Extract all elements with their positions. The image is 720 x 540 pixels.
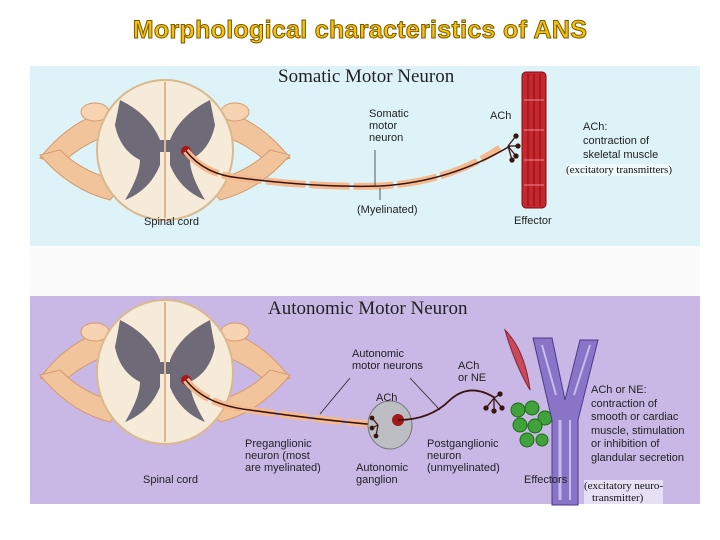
- page-title: Morphological characteristics of ANS: [132, 16, 588, 45]
- smooth-muscle-icon: [503, 328, 531, 391]
- somatic-effect-label: ACh: contraction of skeletal muscle: [583, 120, 658, 162]
- somatic-effect-line2: contraction of: [583, 135, 650, 147]
- somatic-effect-line3: skeletal muscle: [583, 149, 659, 161]
- preganglionic-line2: neuron (most: [245, 450, 310, 462]
- skeletal-muscle-icon: [521, 71, 547, 209]
- somatic-effect-line1: ACh:: [583, 121, 608, 133]
- autonomic-effect-line2: contraction of: [591, 397, 658, 410]
- autonomic-effect-line6: glandular secretion: [591, 451, 684, 464]
- preganglionic-line1: Preganglionic: [245, 438, 312, 450]
- autonomic-ganglion-icon: [367, 400, 413, 450]
- autonomic-effect-line1: ACh or NE:: [591, 384, 647, 396]
- gland-cells-icon: [510, 400, 553, 448]
- autonomic-heading: Autonomic Motor Neuron: [268, 298, 468, 319]
- postganglionic-line1: Postganglionic: [427, 438, 499, 450]
- panel-gap: [30, 246, 700, 296]
- blood-vessel-icon: [532, 337, 599, 506]
- autonomic-effect-line3: smooth or cardiac: [591, 411, 679, 423]
- somatic-neuron-label-line3: neuron: [369, 132, 404, 144]
- postganglionic-label: Postganglionic neuron (unmyelinated): [427, 438, 500, 474]
- somatic-ach-label: ACh: [490, 110, 512, 122]
- somatic-neuron-label-line1: Somatic: [369, 108, 409, 120]
- somatic-excitatory-label: (excitatory transmitters): [566, 164, 672, 176]
- postganglionic-axon: [397, 389, 496, 421]
- ach-or-ne-line1: ACh: [458, 360, 480, 372]
- effectors-label: Effectors: [524, 474, 568, 486]
- ach-or-ne-label: ACh or NE: [458, 360, 486, 384]
- postganglionic-line3: (unmyelinated): [427, 462, 500, 474]
- autonomic-effect-label: ACh or NE: contraction of smooth or card…: [591, 384, 685, 465]
- ganglion-ach-label: ACh: [376, 392, 398, 404]
- autonomic-terminal-icon: [483, 391, 505, 414]
- somatic-neuron-label-line2: motor: [369, 120, 398, 132]
- somatic-neuron-label: Somatic motor neuron: [369, 108, 409, 144]
- myelinated-label: (Myelinated): [357, 204, 418, 216]
- autonomic-excitatory-line2: transmitter): [592, 492, 644, 504]
- somatic-spinal-cord: [39, 79, 291, 221]
- somatic-heading: Somatic Motor Neuron: [278, 66, 455, 87]
- autonomic-excitatory-label: (excitatory neuro- transmitter): [584, 480, 664, 504]
- autonomic-neurons-label: Autonomic motor neurons: [352, 348, 423, 372]
- autonomic-effect-line4: muscle, stimulation: [591, 424, 685, 437]
- autonomic-excitatory-line1: (excitatory neuro-: [584, 480, 664, 492]
- somatic-terminal-icon: [507, 133, 521, 163]
- effector-label: Effector: [514, 215, 552, 227]
- autonomic-neurons-line1: Autonomic: [352, 348, 404, 360]
- autonomic-neurons-line2: motor neurons: [352, 360, 423, 372]
- ganglion-line2: ganglion: [356, 474, 398, 486]
- ach-or-ne-line2: or NE: [458, 372, 487, 384]
- somatic-spinal-cord-label: Spinal cord: [144, 216, 200, 228]
- autonomic-effect-line5: or inhibition of: [591, 438, 660, 450]
- autonomic-spinal-cord: [39, 299, 291, 445]
- autonomic-spinal-cord-label: Spinal cord: [143, 474, 199, 486]
- ganglion-line1: Autonomic: [356, 462, 408, 474]
- preganglionic-label: Preganglionic neuron (most are myelinate…: [245, 438, 321, 474]
- ganglion-label: Autonomic ganglion: [356, 462, 408, 486]
- preganglionic-line3: are myelinated): [245, 462, 321, 474]
- postganglionic-line2: neuron: [427, 450, 462, 462]
